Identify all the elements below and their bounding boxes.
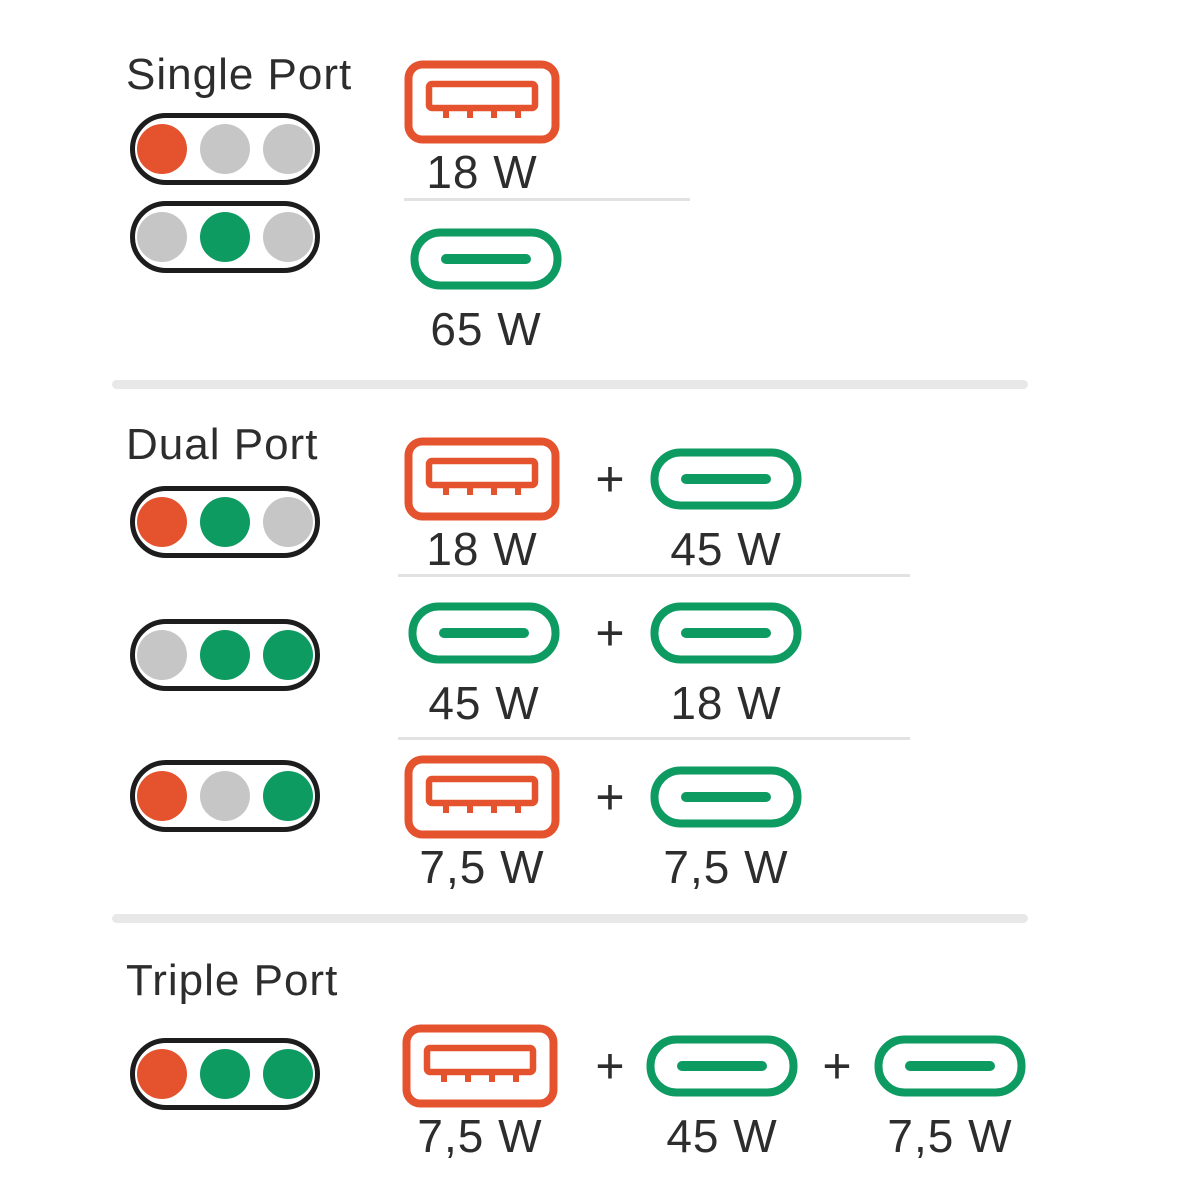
wattage-label: 7,5 W [887, 1110, 1013, 1162]
usb-a-icon [402, 1024, 558, 1108]
usb-a-icon [404, 437, 560, 521]
wattage-label: 45 W [666, 1110, 778, 1162]
indicator-dot [137, 630, 187, 680]
port-indicator [130, 201, 320, 273]
row-divider [398, 574, 910, 577]
section-title-dual-port: Dual Port [126, 420, 319, 469]
port-indicator [130, 1038, 320, 1110]
usb-c-icon [408, 602, 560, 664]
usb-c-port: 45 W [406, 602, 562, 729]
usb-a-port: 18 W [404, 437, 560, 575]
indicator-dot [137, 124, 187, 174]
port-indicator [130, 619, 320, 691]
section-divider [112, 380, 1028, 389]
usb-c-icon [410, 228, 562, 290]
plus-sign: + [595, 451, 625, 507]
row-divider [398, 737, 910, 740]
indicator-dot [200, 212, 250, 262]
indicator-dot [200, 497, 250, 547]
indicator-dot [263, 1049, 313, 1099]
plus-sign: + [595, 605, 625, 661]
wattage-label: 7,5 W [663, 841, 789, 893]
wattage-label: 65 W [430, 303, 542, 355]
wattage-label: 45 W [428, 677, 540, 729]
port-indicator [130, 113, 320, 185]
indicator-dot [200, 124, 250, 174]
usb-c-port: 7,5 W [872, 1035, 1028, 1162]
usb-c-icon [650, 766, 802, 828]
port-indicator [130, 760, 320, 832]
usb-c-port: 45 W [648, 448, 804, 575]
usb-c-icon [646, 1035, 798, 1097]
indicator-dot [137, 497, 187, 547]
usb-c-port: 45 W [644, 1035, 800, 1162]
indicator-dot [263, 771, 313, 821]
indicator-dot [200, 630, 250, 680]
plus-sign: + [822, 1038, 852, 1094]
usb-a-port: 7,5 W [404, 755, 560, 893]
indicator-dot [263, 497, 313, 547]
wattage-label: 7,5 W [419, 841, 545, 893]
indicator-dot [137, 1049, 187, 1099]
wattage-label: 7,5 W [417, 1110, 543, 1162]
plus-sign: + [595, 769, 625, 825]
indicator-dot [263, 124, 313, 174]
wattage-label: 45 W [670, 523, 782, 575]
usb-c-port: 65 W [408, 228, 564, 355]
section-title-triple-port: Triple Port [126, 956, 339, 1005]
usb-c-icon [650, 448, 802, 510]
wattage-label: 18 W [426, 146, 538, 198]
indicator-dot [200, 1049, 250, 1099]
usb-c-icon [874, 1035, 1026, 1097]
indicator-dot [263, 212, 313, 262]
plus-sign: + [595, 1038, 625, 1094]
row-divider [404, 198, 690, 201]
indicator-dot [137, 212, 187, 262]
usb-a-port: 18 W [404, 60, 560, 198]
wattage-label: 18 W [670, 677, 782, 729]
usb-c-port: 7,5 W [648, 766, 804, 893]
indicator-dot [263, 630, 313, 680]
wattage-label: 18 W [426, 523, 538, 575]
usb-a-icon [404, 755, 560, 839]
usb-a-icon [404, 60, 560, 144]
section-title-single-port: Single Port [126, 50, 353, 99]
usb-c-port: 18 W [648, 602, 804, 729]
indicator-dot [137, 771, 187, 821]
section-divider [112, 914, 1028, 923]
usb-c-icon [650, 602, 802, 664]
usb-a-port: 7,5 W [402, 1024, 558, 1162]
port-indicator [130, 486, 320, 558]
indicator-dot [200, 771, 250, 821]
